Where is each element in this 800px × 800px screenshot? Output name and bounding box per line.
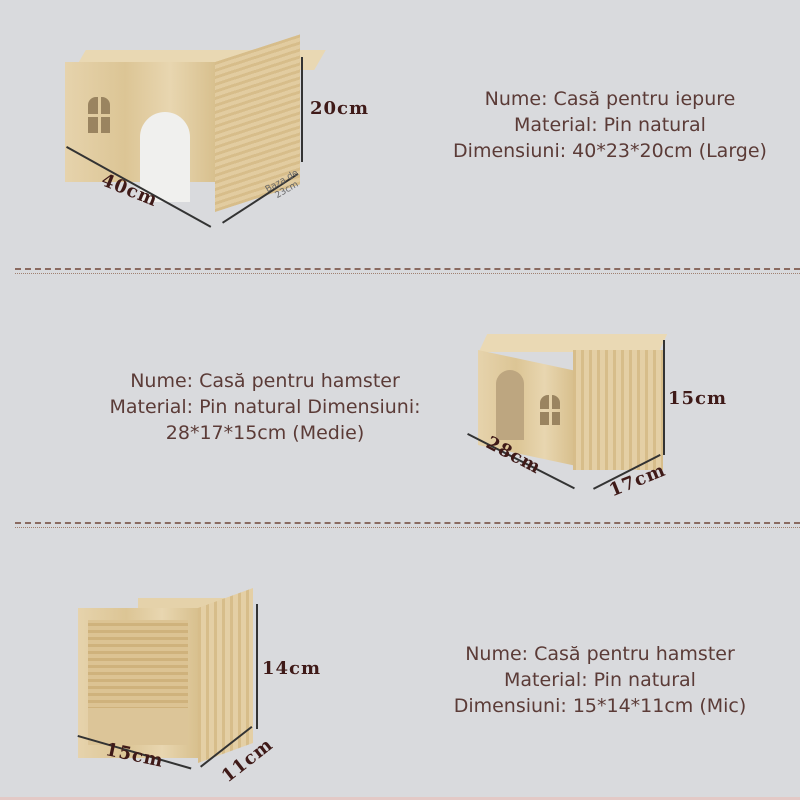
bottom-strip [0,797,800,800]
divider [15,268,800,274]
product-info-medium: Nume: Casă pentru hamster Material: Pin … [80,368,450,446]
dimension-height-label: 14cm [262,658,322,679]
product-name: Nume: Casă pentru iepure [484,88,736,110]
product-name: Nume: Casă pentru hamster [130,370,400,392]
hamster-house-medium-image [478,330,668,480]
product-name: Nume: Casă pentru hamster [465,643,735,665]
product-dimensions: Dimensiuni: 40*23*20cm (Large) [453,140,767,162]
divider [15,522,800,528]
rabbit-house-image [60,30,326,230]
product-dimensions: 28*17*15cm (Medie) [165,422,365,444]
product-dimensions: Dimensiuni: 15*14*11cm (Mic) [453,695,747,717]
product-material: Material: Pin natural [514,114,706,136]
hamster-house-small-image [78,587,253,768]
product-info-large: Nume: Casă pentru iepure Material: Pin n… [440,86,780,164]
product-material: Material: Pin natural [504,669,696,691]
product-material-dimensions: Material: Pin natural Dimensiuni: [109,396,421,418]
dimension-height-label: 15cm [668,388,728,409]
product-info-small: Nume: Casă pentru hamster Material: Pin … [430,641,770,719]
dimension-height-label: 20cm [310,98,370,119]
